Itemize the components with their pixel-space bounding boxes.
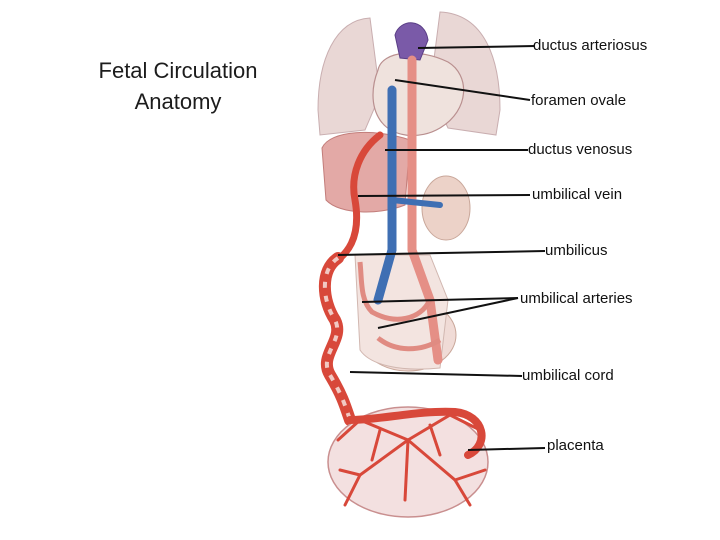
umbilical-artery-left [357,261,433,322]
label-umbilicus: umbilicus [545,242,608,259]
leader-umbilical-arteries-2 [377,297,519,329]
aortic-arch [394,22,429,61]
leader-umbilical-vein [357,194,531,197]
inferior-vena-cava [373,85,397,305]
leader-placenta [467,447,546,451]
umbilical-artery-right [376,335,442,352]
leader-umbilicus [337,250,546,256]
label-ductus-venosus: ductus venosus [528,141,633,158]
leader-ductus-arteriosus [417,45,536,49]
leader-lines [337,45,546,451]
label-ductus-arteriosus: ductus arteriosus [533,37,648,54]
descending-aorta [407,55,443,365]
left-lung [317,17,381,136]
label-umbilical-cord: umbilical cord [522,367,614,384]
placenta-vessels [336,413,487,507]
kidney [421,175,471,241]
label-foramen-ovale: foramen ovale [531,92,627,109]
umbilical-cord-twist [322,256,352,421]
leader-umbilical-cord [349,371,523,377]
leader-foramen-ovale [394,79,531,101]
leader-umbilical-arteries-1 [361,297,519,303]
placenta-cord-loop [346,407,486,459]
label-placenta: placenta [547,437,604,454]
label-umbilical-vein: umbilical vein [532,186,623,203]
renal-vein [389,197,443,208]
title-line-2: Anatomy [134,89,222,114]
page-title: Fetal Circulation Anatomy [60,55,296,117]
label-umbilical-arteries: umbilical arteries [520,290,633,307]
title-line-1: Fetal Circulation [98,58,258,83]
umbilical-vein-vessel [331,131,384,266]
